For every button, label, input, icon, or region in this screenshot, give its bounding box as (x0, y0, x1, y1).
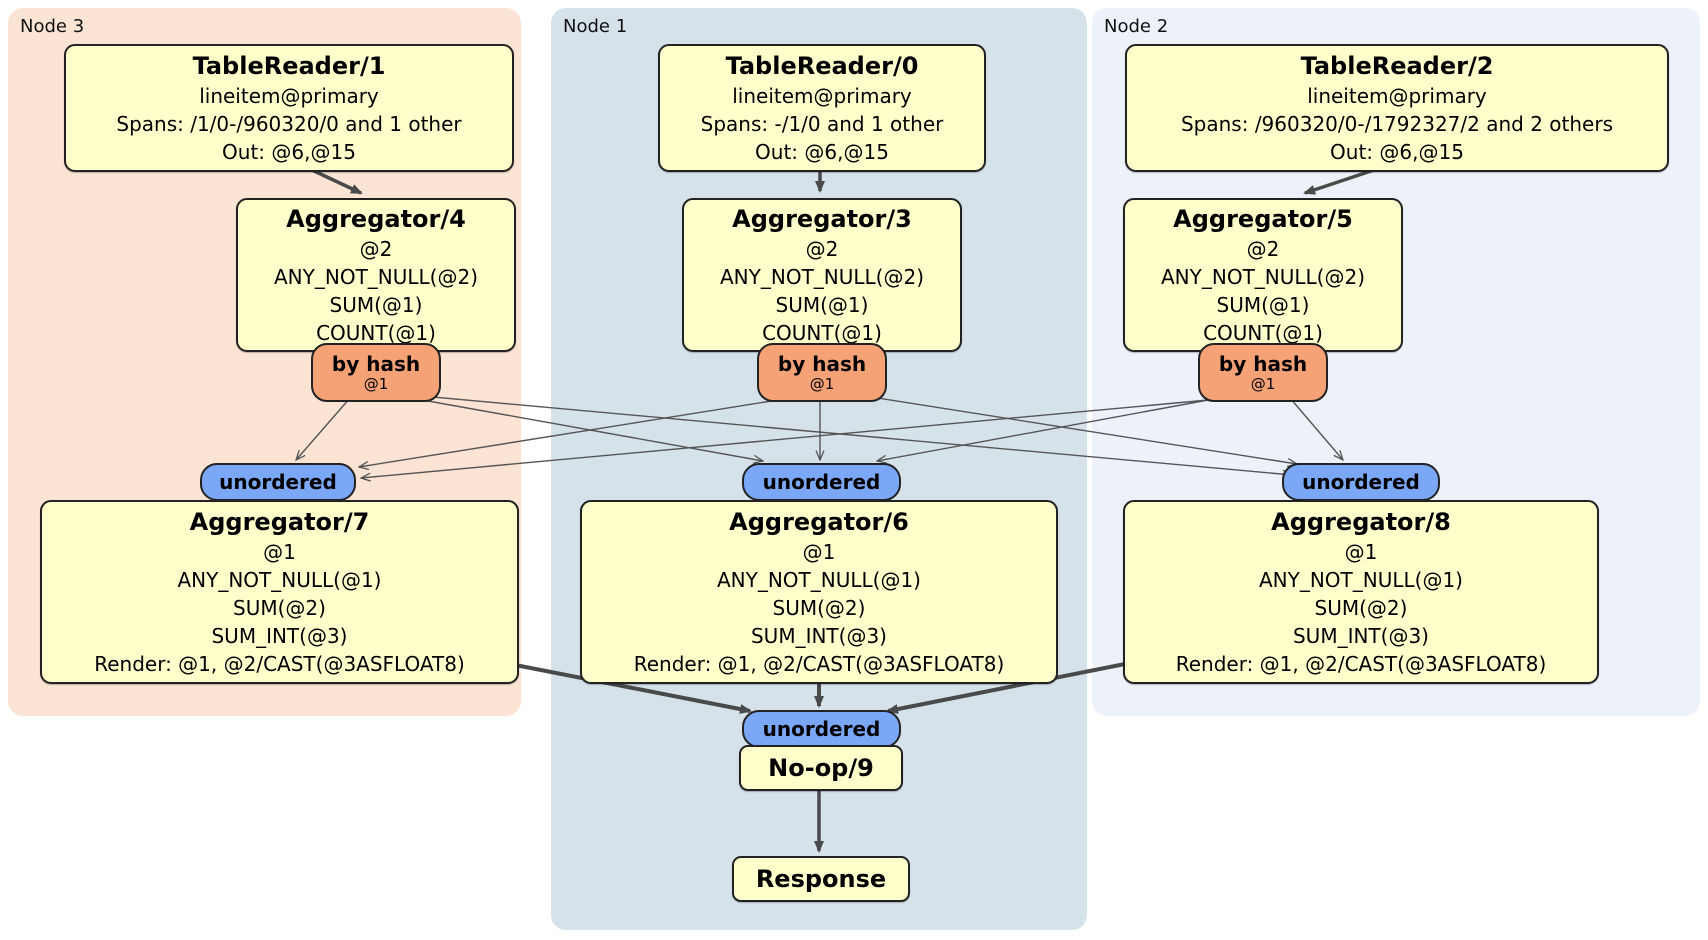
processor-detail-line: lineitem@primary (1307, 83, 1487, 108)
processor-detail-line: SUM_INT(@3) (211, 623, 348, 648)
processor-detail-line: SUM_INT(@3) (1292, 623, 1429, 648)
router-label: by hash (777, 351, 867, 376)
processor-title: Aggregator/4 (286, 204, 466, 233)
processor-detail-line: ANY_NOT_NULL(@1) (716, 567, 921, 592)
edge-tr1-agg4 (311, 168, 363, 195)
processor-detail-line: ANY_NOT_NULL(@2) (1161, 264, 1365, 289)
processor-detail-line: Spans: -/1/0 and 1 other (700, 111, 944, 136)
edge-hash3-un1 (399, 395, 763, 461)
router-by-hash-node1: by hash @1 (757, 343, 887, 402)
processor-noop: No-op/9 (739, 745, 903, 791)
processor-detail-line: Out: @6,@15 (222, 139, 356, 164)
processor-detail-line: Render: @1, @2/CAST(@3ASFLOAT8) (94, 651, 465, 676)
processor-title: No-op/9 (768, 753, 874, 782)
processor-detail-line: SUM(@2) (772, 595, 866, 620)
edge-agg8-unfinal (886, 660, 1136, 714)
processor-detail-line: Out: @6,@15 (755, 139, 889, 164)
edge-hash1-un3 (359, 397, 791, 467)
processor-detail-line: SUM(@2) (233, 595, 326, 620)
processor-detail-line: lineitem@primary (199, 83, 379, 108)
processor-detail-line: @2 (1246, 236, 1280, 261)
edge-tr2-agg5 (1303, 168, 1375, 195)
processor-detail-line: SUM(@1) (1216, 292, 1310, 317)
router-key: @1 (809, 374, 835, 393)
region-node1-label: Node 1 (563, 16, 628, 37)
processor-detail-line: @2 (359, 236, 393, 261)
processor-title: TableReader/1 (192, 51, 386, 80)
router-key: @1 (363, 374, 389, 393)
processor-detail-line: ANY_NOT_NULL(@2) (274, 264, 478, 289)
sync-unordered-node2: unordered (1282, 463, 1440, 501)
processor-title: Aggregator/8 (1271, 507, 1451, 536)
processor-title: TableReader/2 (1300, 51, 1494, 80)
processor-title: Aggregator/3 (732, 204, 912, 233)
processor-title: Aggregator/6 (729, 507, 909, 536)
processor-detail-line: Out: @6,@15 (1330, 139, 1464, 164)
router-label: by hash (1218, 351, 1308, 376)
processor-detail-line: lineitem@primary (732, 83, 912, 108)
processor-detail-line: Spans: /960320/0-/1792327/2 and 2 others (1180, 111, 1613, 136)
sync-unordered-node1: unordered (742, 463, 901, 501)
processor-detail-line: @2 (805, 236, 839, 261)
processor-detail-line: SUM(@1) (775, 292, 869, 317)
router-label: by hash (331, 351, 421, 376)
processor-detail-line: COUNT(@1) (762, 320, 882, 345)
edge-hash3-un2 (399, 393, 1292, 475)
edge-agg7-unfinal (499, 660, 752, 714)
processor-detail-line: ANY_NOT_NULL(@1) (1258, 567, 1463, 592)
router-key: @1 (1250, 374, 1276, 393)
processor-detail-line: SUM_INT(@3) (750, 623, 887, 648)
edge-hash2-un2 (1289, 397, 1343, 460)
processor-title: TableReader/0 (725, 51, 919, 80)
sync-unordered-final: unordered (742, 710, 901, 748)
processor-detail-line: @1 (1344, 539, 1378, 564)
processor-title: Aggregator/5 (1173, 204, 1353, 233)
region-node3-label: Node 3 (20, 16, 85, 37)
edge-hash2-un1 (877, 395, 1231, 461)
processor-detail-line: @1 (263, 539, 296, 564)
processor-detail-line: ANY_NOT_NULL(@2) (720, 264, 924, 289)
processor-detail-line: COUNT(@1) (316, 320, 436, 345)
sync-unordered-node3: unordered (200, 463, 356, 501)
processor-detail-line: Spans: /1/0-/960320/0 and 1 other (116, 111, 462, 136)
region-node2-label: Node 2 (1104, 16, 1169, 37)
processor-detail-line: SUM(@2) (1314, 595, 1408, 620)
edge-hash3-un3 (296, 397, 351, 460)
processor-title: Aggregator/7 (189, 507, 370, 536)
edge-hash2-un3 (361, 397, 1231, 478)
router-by-hash-node3: by hash @1 (311, 343, 441, 402)
router-by-hash-node2: by hash @1 (1198, 343, 1328, 402)
processor-detail-line: @1 (802, 539, 836, 564)
processor-detail-line: COUNT(@1) (1203, 320, 1323, 345)
processor-detail-line: SUM(@1) (329, 292, 423, 317)
processor-detail-line: Render: @1, @2/CAST(@3ASFLOAT8) (633, 651, 1005, 676)
processor-detail-line: ANY_NOT_NULL(@1) (177, 567, 382, 592)
processor-response: Response (732, 856, 910, 902)
processor-detail-line: Render: @1, @2/CAST(@3ASFLOAT8) (1175, 651, 1547, 676)
edge-hash1-un2 (851, 393, 1297, 464)
processor-title: Response (755, 864, 887, 893)
